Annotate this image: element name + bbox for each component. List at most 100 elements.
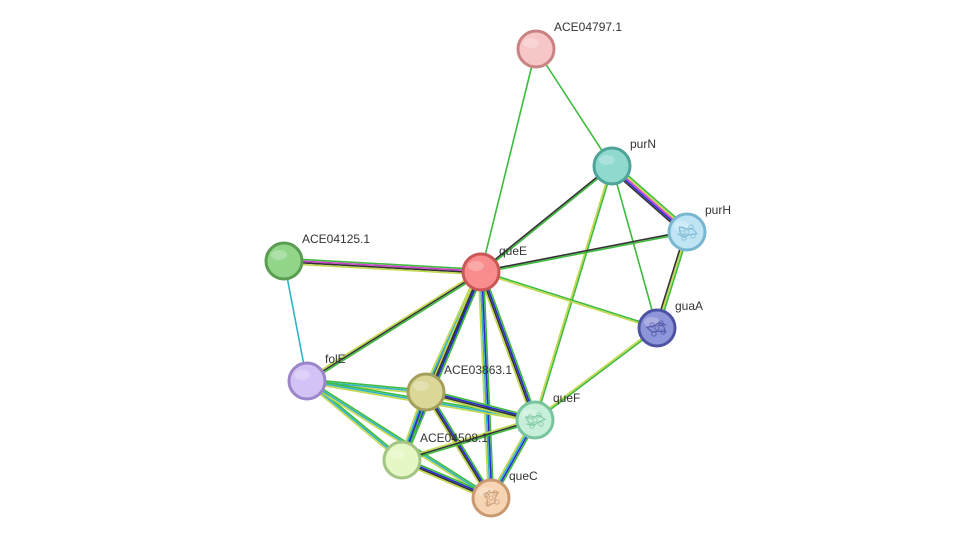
node-highlight xyxy=(523,38,539,48)
node-quee[interactable]: queE xyxy=(461,244,527,292)
edge-evidence-line xyxy=(481,271,493,498)
edge-evidence-line xyxy=(535,48,613,167)
edge-evidence-line xyxy=(480,230,687,272)
node-highlight xyxy=(389,449,405,459)
edge-evidence-line xyxy=(283,260,308,382)
protein-structure-icon xyxy=(524,412,547,429)
edge-evidence-line xyxy=(307,378,427,392)
edge-evidence-line xyxy=(479,164,612,272)
node-highlight xyxy=(294,370,310,380)
node-circle xyxy=(667,212,707,252)
edge-evidence-line xyxy=(401,417,535,460)
edge-evidence-line xyxy=(305,381,402,462)
node-label: queC xyxy=(509,469,538,483)
edge-evidence-line xyxy=(307,272,483,384)
edge-evidence-line xyxy=(307,378,493,498)
protein-structure-icon xyxy=(645,320,667,337)
node-circle xyxy=(592,146,632,186)
edge-evidence-line xyxy=(534,326,657,420)
nodes-layer: ACE04797.1 purN purH ACE04125.1 queE guaA folE… xyxy=(264,20,731,518)
edge-evidence-line xyxy=(422,270,479,391)
node-ace03863-1[interactable]: ACE03863.1 xyxy=(406,363,512,412)
edge-evidence-line xyxy=(306,271,482,382)
edge-evidence-line xyxy=(480,272,657,330)
node-quef[interactable]: queF xyxy=(515,391,580,440)
node-label: purN xyxy=(630,137,656,151)
edge-evidence-line xyxy=(402,420,536,463)
edge-ace04125-1-fole[interactable] xyxy=(283,260,308,382)
edge-guaa-quef[interactable] xyxy=(534,326,658,422)
edge-evidence-line xyxy=(535,166,614,421)
edge-evidence-line xyxy=(482,271,495,498)
node-circle xyxy=(461,252,501,292)
node-purh[interactable]: purH xyxy=(667,203,731,252)
node-highlight xyxy=(599,155,615,165)
edge-evidence-line xyxy=(306,380,403,461)
edge-evidence-line xyxy=(283,262,481,276)
edge-evidence-line xyxy=(423,392,490,500)
edge-evidence-line xyxy=(479,272,535,421)
edge-evidence-line xyxy=(481,166,614,274)
node-circle xyxy=(637,308,677,348)
node-quec[interactable]: queC xyxy=(471,469,538,518)
node-label: queE xyxy=(499,244,527,258)
node-guaa[interactable]: guaA xyxy=(637,299,703,348)
edge-quee-quef[interactable] xyxy=(477,270,539,422)
edge-purn-quef[interactable] xyxy=(533,165,614,421)
node-label: guaA xyxy=(675,299,703,313)
edge-evidence-line xyxy=(284,259,482,272)
edge-quee-quec[interactable] xyxy=(477,271,495,499)
edge-ace04125-1-quee[interactable] xyxy=(283,257,482,276)
edge-evidence-line xyxy=(480,48,537,273)
node-circle xyxy=(264,241,304,281)
node-highlight xyxy=(413,381,429,391)
node-circle xyxy=(471,478,511,518)
edge-evidence-line xyxy=(481,270,658,328)
edge-evidence-line xyxy=(403,272,485,462)
node-fole[interactable]: folE xyxy=(287,352,346,401)
protein-structure-icon xyxy=(677,224,698,241)
edge-evidence-line xyxy=(401,419,536,461)
node-ace04797-1[interactable]: ACE04797.1 xyxy=(516,20,622,69)
node-circle xyxy=(515,400,555,440)
edge-ace04797-1-purn[interactable] xyxy=(535,48,613,167)
node-highlight xyxy=(468,261,484,271)
node-label: folE xyxy=(325,352,346,366)
edge-evidence-line xyxy=(481,271,537,420)
edge-purh-quee[interactable] xyxy=(480,230,688,274)
protein-structure-icon xyxy=(483,489,500,507)
node-label: ACE04508.1 xyxy=(420,431,488,445)
edge-evidence-line xyxy=(482,270,539,420)
edge-purn-guaa[interactable] xyxy=(611,165,658,329)
node-label: ACE04797.1 xyxy=(554,20,622,34)
edge-evidence-line xyxy=(611,165,658,329)
node-circle xyxy=(406,372,446,412)
edge-purn-quee[interactable] xyxy=(479,164,614,274)
edge-evidence-line xyxy=(479,272,491,499)
edge-quef-ace04508-1[interactable] xyxy=(401,417,536,463)
node-label: purH xyxy=(705,203,731,217)
node-ace04125-1[interactable]: ACE04125.1 xyxy=(264,232,370,281)
node-highlight xyxy=(271,250,287,260)
node-ace04508-1[interactable]: ACE04508.1 xyxy=(382,431,488,480)
node-circle xyxy=(287,361,327,401)
edge-ace04797-1-quee[interactable] xyxy=(480,48,537,273)
node-highlight xyxy=(478,487,494,497)
node-purn[interactable]: purN xyxy=(592,137,656,186)
edge-evidence-line xyxy=(477,272,534,422)
edge-evidence-line xyxy=(535,328,658,422)
node-label: ACE04125.1 xyxy=(302,232,370,246)
edge-evidence-line xyxy=(283,261,481,274)
edge-quee-fole[interactable] xyxy=(305,269,483,384)
node-circle xyxy=(382,440,422,480)
node-label: ACE03863.1 xyxy=(444,363,512,377)
edge-evidence-line xyxy=(533,165,612,420)
edge-evidence-line xyxy=(305,269,481,381)
edge-evidence-line xyxy=(481,232,688,274)
edge-evidence-line xyxy=(284,257,482,271)
node-circle xyxy=(516,29,556,69)
edge-evidence-line xyxy=(306,380,492,499)
edge-evidence-line xyxy=(477,272,490,499)
edge-quee-guaa[interactable] xyxy=(480,270,658,330)
